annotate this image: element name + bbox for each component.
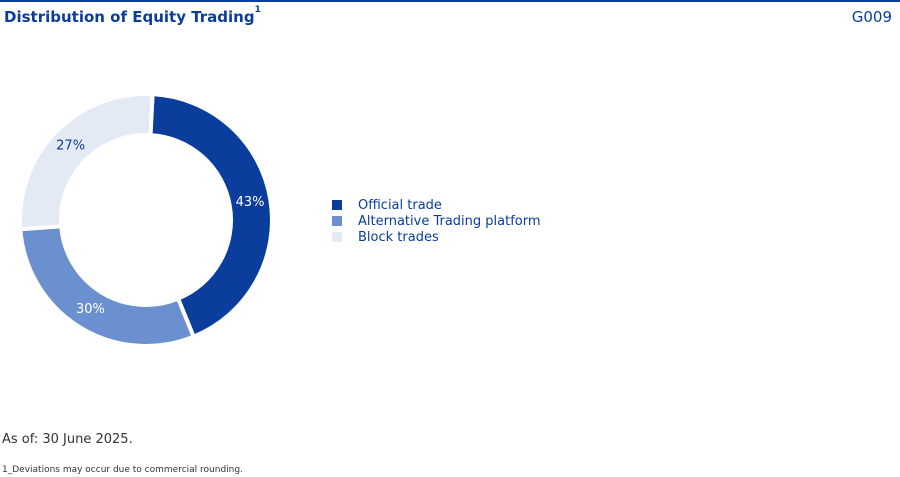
legend-item-alternative-trading-platform: Alternative Trading platform [332,213,541,229]
legend: Official trade Alternative Trading platf… [332,197,541,245]
legend-swatch [332,232,342,242]
slice-label: 27% [56,139,85,154]
donut-slice-alternative-trading-platform [18,224,197,348]
as-of-date: As of: 30 June 2025. [2,432,133,447]
donut-chart: 43% 30% 27% [18,92,274,348]
legend-label: Official trade [358,197,442,213]
slice-label: 30% [76,302,105,317]
donut-slice-official-trade [148,92,274,340]
chart-title-text: Distribution of Equity Trading [4,8,255,26]
legend-label: Block trades [358,229,439,245]
chart-code: G009 [851,8,892,26]
footnote: 1_Deviations may occur due to commercial… [2,465,243,475]
title-footnote-marker: 1 [254,5,261,15]
slice-label: 43% [236,195,265,210]
legend-item-block-trades: Block trades [332,229,541,245]
legend-swatch [332,216,342,226]
legend-item-official-trade: Official trade [332,197,541,213]
top-rule [0,0,900,2]
legend-label: Alternative Trading platform [358,213,541,229]
chart-title: Distribution of Equity Trading1 [4,5,261,26]
legend-swatch [332,200,342,210]
donut-slice-block-trades [18,92,155,232]
